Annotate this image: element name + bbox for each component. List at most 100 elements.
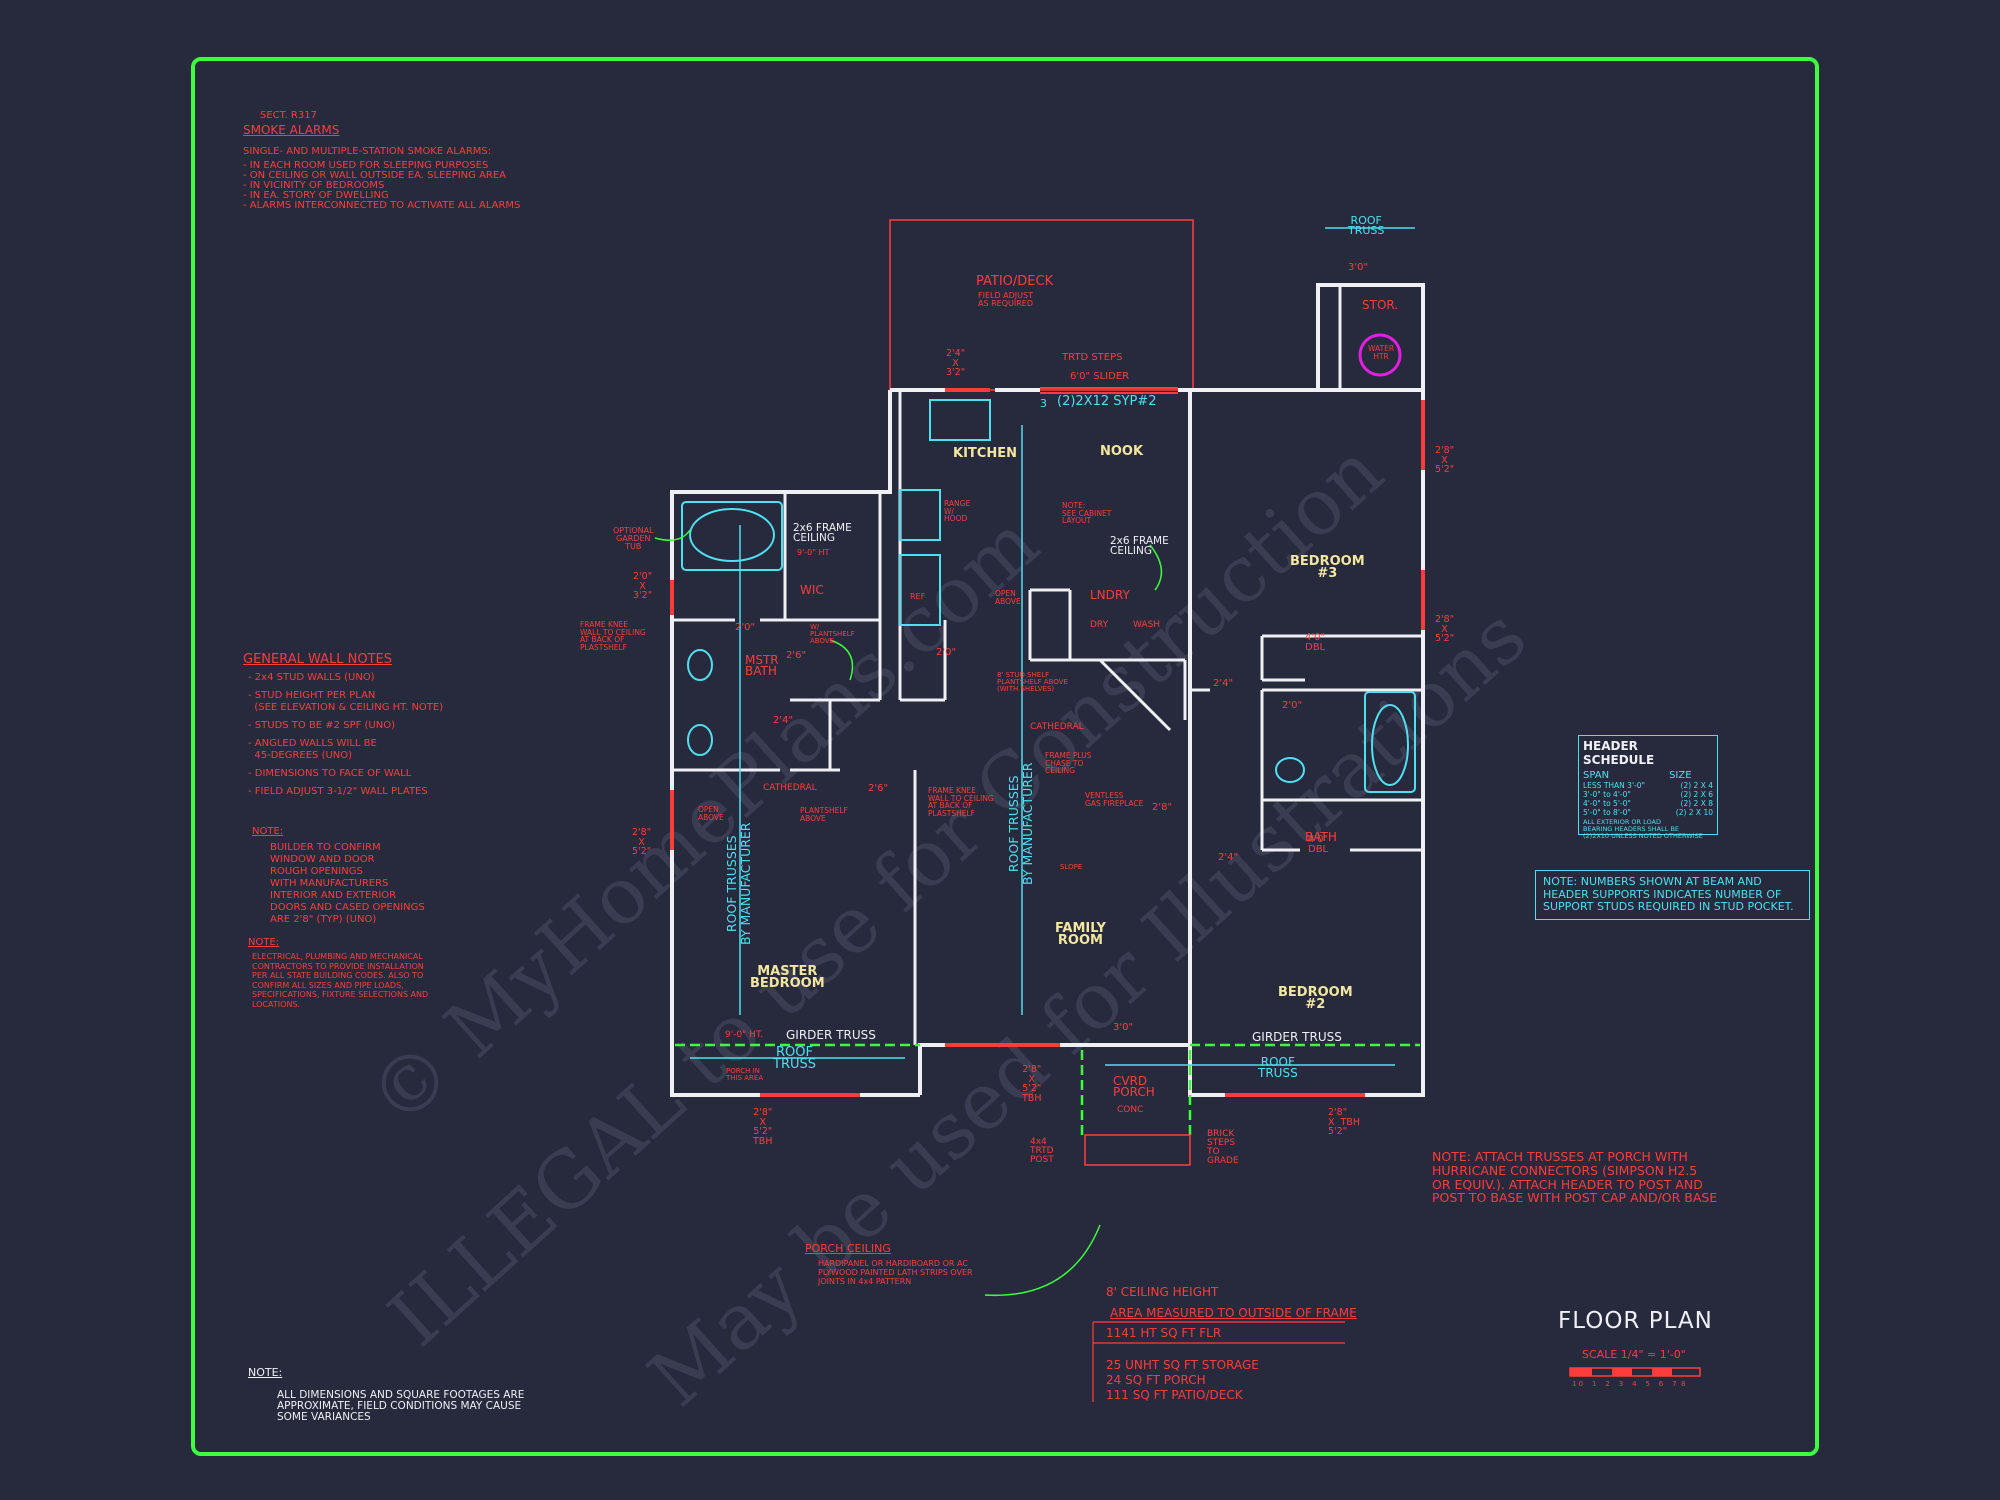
frame-knee-wall-note-2: FRAME KNEE WALL TO CEILING AT BACK OF PL… [928, 786, 994, 818]
builder-note-text: BUILDER TO CONFIRM WINDOW AND DOOR ROUGH… [270, 842, 389, 889]
door-dim-e: 2'6" [868, 783, 889, 794]
wall-note: - DIMENSIONS TO FACE OF WALL [248, 768, 412, 779]
room-master-bath: MSTR BATH [745, 653, 779, 678]
porch-ceiling-text: HARDIPANEL OR HARDIBOARD OR AC PLYWOOD P… [818, 1259, 973, 1286]
smoke-alarm-ref: SECT. R317 [260, 110, 317, 121]
patio-deck-outline [889, 219, 1194, 391]
roof-truss-right-label: ROOF TRUSS [1258, 1055, 1298, 1080]
roof-trusses-left-label: ROOF TRUSSES BY MANUFACTURER [724, 822, 753, 946]
ceiling-height-note: 8' CEILING HEIGHT [1106, 1285, 1219, 1299]
room-bedroom-2: BEDROOM #2 [1278, 985, 1353, 1012]
storage-area: 25 UNHT SQ FT STORAGE [1106, 1358, 1259, 1372]
header-schedule-col-span: SPAN [1583, 770, 1610, 781]
room-covered-porch: CVRD PORCH [1113, 1074, 1155, 1099]
window-dim-master-left: 2'8" X 5'2" [632, 827, 652, 857]
open-above-note-2: OPEN ABOVE [698, 805, 724, 822]
interior-walls [672, 285, 1423, 1045]
electrical-note-title: NOTE: [248, 937, 280, 948]
smoke-alarm-line: - IN EACH ROOM USED FOR SLEEPING PURPOSE… [243, 160, 489, 171]
header-schedule-row: 5'-0" to 8'-0" (2) 2 X 10 [1583, 808, 1713, 817]
storage-door-dim: 3'0" [1348, 262, 1369, 273]
closet-door-dbl-2: 4'0" DBL [1308, 834, 1329, 855]
porch-ceiling-title: PORCH CEILING [805, 1242, 891, 1255]
smoke-alarm-line: SINGLE- AND MULTIPLE-STATION SMOKE ALARM… [243, 146, 492, 157]
sheet-border [191, 57, 1819, 1456]
room-patio-deck: PATIO/DECK [976, 274, 1054, 289]
header-schedule-span: 3'-0" to 4'-0" [1583, 790, 1631, 799]
frame-ceiling-label-2: 2x6 FRAME CEILING [1110, 535, 1169, 557]
header-schedule-size: (2) 2 X 6 [1680, 790, 1713, 799]
header-schedule: HEADER SCHEDULE SPAN SIZE LESS THAN 3'-0… [1578, 735, 1718, 839]
area-table-lines [1092, 1321, 1345, 1402]
header-schedule-row: 4'-0" to 5'-0"(2) 2 X 8 [1583, 799, 1713, 808]
door-dim-f: 2'4" [1213, 678, 1234, 689]
door-dim-d: 2'0" [936, 647, 957, 658]
wall-notes-title: GENERAL WALL NOTES [243, 652, 393, 667]
porch-post-label: 4x4 TRTD POST [1030, 1137, 1054, 1165]
header-schedule-size: (2) 2 X 10 [1675, 808, 1713, 817]
window-dim-master-bottom: 2'8" X 5'2" TBH [753, 1107, 773, 1147]
header-schedule-size: (2) 2 X 8 [1680, 799, 1713, 808]
porch-steps [1084, 1134, 1191, 1166]
sliding-door [1040, 387, 1178, 394]
porch-concrete: CONC [1117, 1105, 1144, 1115]
frame-chase-note: FRAME PLUS CHASE TO CEILING [1045, 751, 1092, 775]
patio-field-adjust: FIELD ADJUST AS REQUIRED [978, 291, 1033, 308]
window-dim-top: 2'4" X 3'2" [946, 348, 966, 378]
room-bath: BATH [1305, 830, 1337, 844]
window-dim-family: 2'8" X 5'2" TBH [1022, 1064, 1042, 1104]
roof-truss-top-label: ROOF TRUSS [1348, 214, 1385, 237]
refrigerator-label: REF [910, 592, 926, 601]
header-schedule-title: HEADER SCHEDULE [1583, 739, 1655, 767]
smoke-alarm-line: - IN EA. STORY OF DWELLING [243, 190, 389, 201]
roof-trusses-mid-label: ROOF TRUSSES BY MANUFACTURER [1006, 762, 1035, 886]
room-nook: NOOK [1100, 444, 1144, 459]
roof-truss-left-label: ROOF TRUSS [773, 1045, 816, 1072]
cabinet-layout-note: NOTE: SEE CABINET LAYOUT [1062, 501, 1112, 525]
girder-truss-left-label: GIRDER TRUSS [786, 1028, 876, 1042]
wall-note: - STUD HEIGHT PER PLAN (SEE ELEVATION & … [248, 690, 444, 713]
leader-lines [654, 529, 1163, 1297]
header-schedule-col-size: SIZE [1669, 770, 1692, 781]
truss-attachment-note: NOTE: ATTACH TRUSSES AT PORCH WITH HURRI… [1432, 1149, 1718, 1206]
slider-door-label: 6'0" SLIDER [1070, 371, 1130, 382]
treated-steps-label: TRTD STEPS [1062, 352, 1123, 363]
door-dim-i: 2'8" [1152, 802, 1173, 813]
door-dim-b: 2'6" [786, 650, 807, 661]
builder-note-title: NOTE: [252, 826, 284, 837]
window-dim-bedroom3-b: 2'8" X 5'2" [1435, 614, 1455, 644]
girder-truss-right-label: GIRDER TRUSS [1252, 1030, 1342, 1044]
wall-note: - ANGLED WALLS WILL BE 45-DEGREES (UNO) [248, 738, 377, 761]
door-dim-h: 2'0" [1282, 700, 1303, 711]
header-schedule-row: 3'-0" to 4'-0" (2) 2 X 6 [1583, 790, 1713, 799]
water-heater-label: WATER HTR [1368, 344, 1395, 361]
smoke-alarm-line: - ON CEILING OR WALL OUTSIDE EA. SLEEPIN… [243, 170, 507, 181]
plantshelf-above-note: 8' STUD SHELF PLANTSHELF ABOVE (WITH SHE… [997, 671, 1068, 693]
window-dim-bedroom2-bottom: 2'8" X TBH 5'2" [1328, 1107, 1361, 1137]
header-schedule-span: 5'-0" to 8'-0" [1583, 808, 1631, 817]
smoke-alarm-line: - ALARMS INTERCONNECTED TO ACTIVATE ALL … [243, 200, 521, 211]
dimensions-note-title: NOTE: [248, 1366, 283, 1379]
scale-bar-ticks: 1 0 1 2 3 4 5 6 7 8 [1572, 1380, 1686, 1388]
ventless-fireplace-note: VENTLESS GAS FIREPLACE [1085, 791, 1144, 808]
room-wic: WIC [800, 583, 824, 597]
open-above-note: OPEN ABOVE [995, 589, 1021, 606]
closet-door-dbl-1: 4'0" DBL [1305, 632, 1326, 653]
header-beam-label: (2)2X12 SYP#2 [1057, 394, 1157, 409]
door-dim-a: 2'0" [735, 622, 756, 633]
door-dim-j: 2'4" [1218, 852, 1239, 863]
drawing-title: FLOOR PLAN [1558, 1308, 1713, 1334]
garden-tub-note: OPTIONAL GARDEN TUB [613, 526, 654, 551]
header-schedule-size: (2) 2 X 4 [1680, 781, 1713, 790]
wall-note: - FIELD ADJUST 3-1/2" WALL PLATES [248, 786, 428, 797]
girder-trusses [675, 1043, 1420, 1135]
plantshelf-note: PLANTSHELF ABOVE [800, 806, 848, 823]
plantshelf-above-note-2: W/ PLANTSHELF ABOVE [810, 623, 855, 645]
truss-support-count: 3 [1040, 397, 1047, 410]
frame-knee-wall-note-1: FRAME KNEE WALL TO CEILING AT BACK OF PL… [580, 620, 646, 652]
girder-height-label: 9'-0" HT. [725, 1030, 764, 1040]
room-bedroom-3: BEDROOM #3 [1290, 554, 1365, 581]
wall-note: - STUDS TO BE #2 SPF (UNO) [248, 720, 396, 731]
